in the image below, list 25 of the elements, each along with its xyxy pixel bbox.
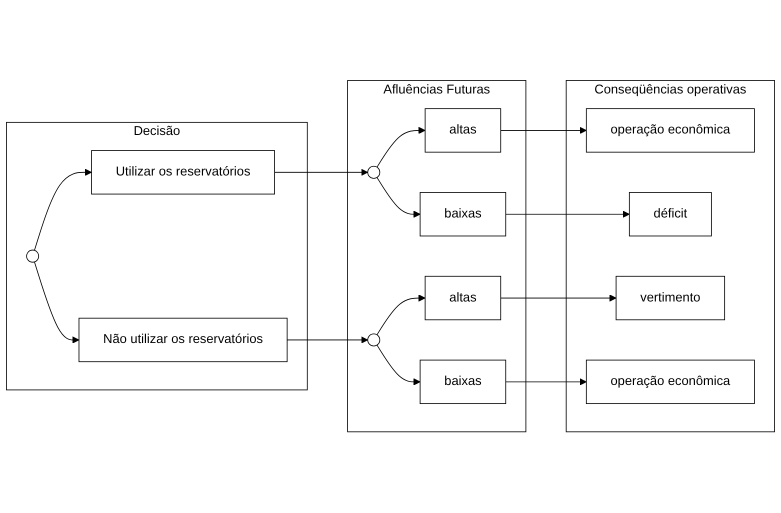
node-box: Utilizar os reservatórios [91, 150, 275, 195]
arrow [376, 127, 426, 168]
arrow [286, 336, 368, 344]
arrow [376, 294, 426, 336]
node-circle [367, 166, 380, 180]
arrow [500, 127, 587, 134]
node-circle [26, 250, 40, 263]
node-box: Não utilizar os reservatórios [78, 318, 288, 362]
node-box: altas [424, 276, 502, 321]
node-circle [367, 334, 380, 347]
node-box: altas [424, 108, 502, 153]
arrow [376, 177, 420, 218]
arrow [376, 345, 420, 386]
node-box: vertimento [616, 276, 726, 321]
node-box: baixas [420, 360, 506, 404]
node-box: operação econômica [586, 108, 755, 153]
arrow [505, 378, 587, 386]
arrow [274, 169, 368, 176]
node-box: baixas [420, 192, 506, 237]
node-box: operação econômica [586, 360, 755, 404]
arrow [505, 211, 630, 218]
arrow [34, 169, 92, 252]
arrow [34, 262, 80, 344]
arrow [500, 294, 616, 302]
node-box: déficit [628, 192, 712, 237]
